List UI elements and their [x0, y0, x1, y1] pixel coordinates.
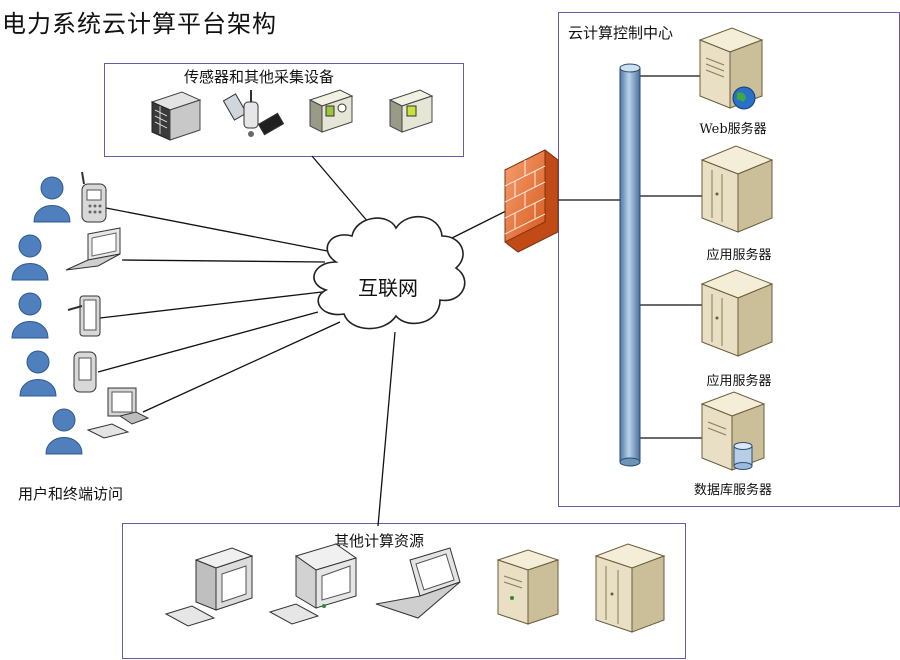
application-server-icon-2	[700, 269, 774, 357]
desktop-computer-icon	[86, 387, 150, 439]
user-icon-1	[33, 176, 71, 223]
user-icon-3	[11, 292, 49, 339]
tablet-icon	[67, 295, 101, 337]
rtu-cabinet-icon	[150, 91, 202, 141]
link-firewall-cloud	[443, 207, 513, 243]
users-label: 用户和终端访问	[18, 485, 124, 503]
link-laptop	[121, 259, 326, 263]
link-desktop	[142, 321, 341, 413]
tower-server-icon-2	[594, 543, 666, 633]
cellphone-icon	[81, 171, 107, 223]
user-icon-2	[11, 234, 49, 281]
server-caption-app-1: 应用服务器	[706, 248, 772, 263]
application-server-icon-1	[700, 145, 774, 233]
link-tablet	[99, 291, 323, 319]
server-caption-app-2: 应用服务器	[706, 374, 772, 389]
desktop-crt-icon-1	[164, 547, 254, 627]
sensor-module-icon-1	[308, 89, 354, 133]
server-caption-web: Web服务器	[699, 122, 767, 137]
laptop-icon	[65, 227, 121, 271]
tower-server-icon-1	[496, 549, 560, 625]
web-server-icon	[698, 27, 764, 110]
satellite-icon	[222, 90, 285, 137]
database-server-icon	[700, 391, 766, 471]
link-pda	[97, 311, 319, 373]
user-icon-5	[45, 408, 83, 455]
firewall-icon	[504, 149, 559, 253]
link-phone	[105, 207, 349, 256]
internet-cloud-label: 互联网	[358, 276, 418, 300]
internet-cloud-shape	[313, 215, 466, 330]
server-caption-db: 数据库服务器	[693, 483, 772, 498]
desktop-crt-icon-2	[268, 543, 358, 625]
link-resources	[377, 331, 396, 527]
sensors-panel-label: 传感器和其他采集设备	[184, 68, 335, 86]
control-center-label: 云计算控制中心	[568, 24, 674, 42]
sensor-module-icon-2	[388, 89, 434, 133]
network-bus-pipe	[619, 63, 641, 467]
diagram-title: 电力系统云计算平台架构	[2, 10, 277, 38]
resources-panel-label: 其他计算资源	[334, 532, 425, 550]
pda-icon	[73, 351, 97, 393]
user-icon-4	[19, 350, 57, 397]
laptop-icon-resources	[375, 547, 461, 619]
